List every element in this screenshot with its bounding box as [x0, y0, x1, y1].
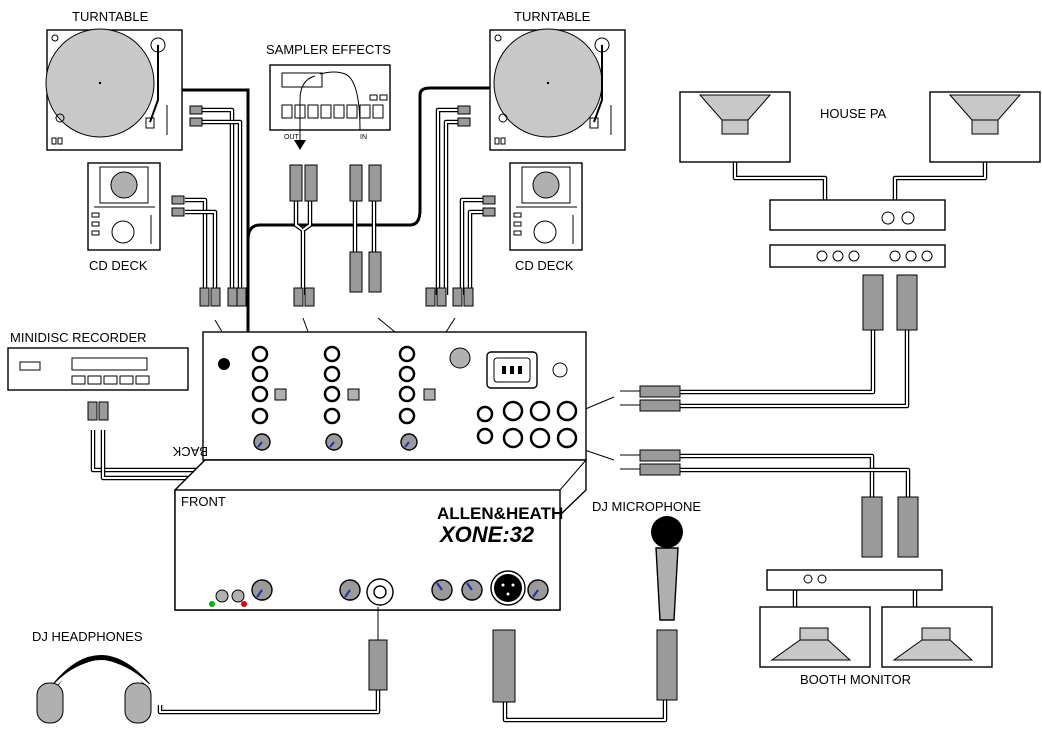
dj-microphone-label: DJ MICROPHONE: [592, 499, 701, 514]
cd-deck-left: [87, 162, 185, 251]
house-pa: [679, 91, 1041, 331]
cd-deck-left-label: CD DECK: [89, 258, 148, 273]
brand-logo-text: ALLEN&HEATH: [437, 504, 563, 523]
booth-monitor-label: BOOTH MONITOR: [800, 672, 911, 687]
mixer-front: [174, 459, 587, 611]
mixer-front-label: FRONT: [181, 494, 226, 509]
sampler-effects: [269, 64, 391, 293]
turntable-left-label: TURNTABLE: [72, 9, 149, 24]
rca-plugs-top: [199, 287, 474, 307]
minidisc-label: MINIDISC RECORDER: [10, 330, 147, 345]
turntable-right: [457, 28, 626, 151]
turntable-right-label: TURNTABLE: [514, 9, 591, 24]
sampler-in-label: IN: [360, 134, 367, 141]
turntable-left: [45, 28, 203, 151]
minidisc-recorder: [7, 347, 189, 421]
booth-monitor: [759, 496, 993, 668]
mixer-back: [202, 331, 587, 461]
mixer-back-label: BACK: [172, 444, 208, 459]
house-pa-label: HOUSE PA: [820, 106, 887, 121]
cd-deck-right-label: CD DECK: [515, 258, 574, 273]
sampler-out-label: OUT: [284, 134, 300, 141]
cd-deck-right: [482, 162, 583, 251]
sampler-label: SAMPLER EFFECTS: [266, 42, 391, 57]
dj-microphone: [492, 516, 683, 703]
dj-headphones-label: DJ HEADPHONES: [32, 629, 143, 644]
dj-headphones: [36, 607, 388, 724]
model-logo-text: XONE:32: [438, 522, 535, 547]
